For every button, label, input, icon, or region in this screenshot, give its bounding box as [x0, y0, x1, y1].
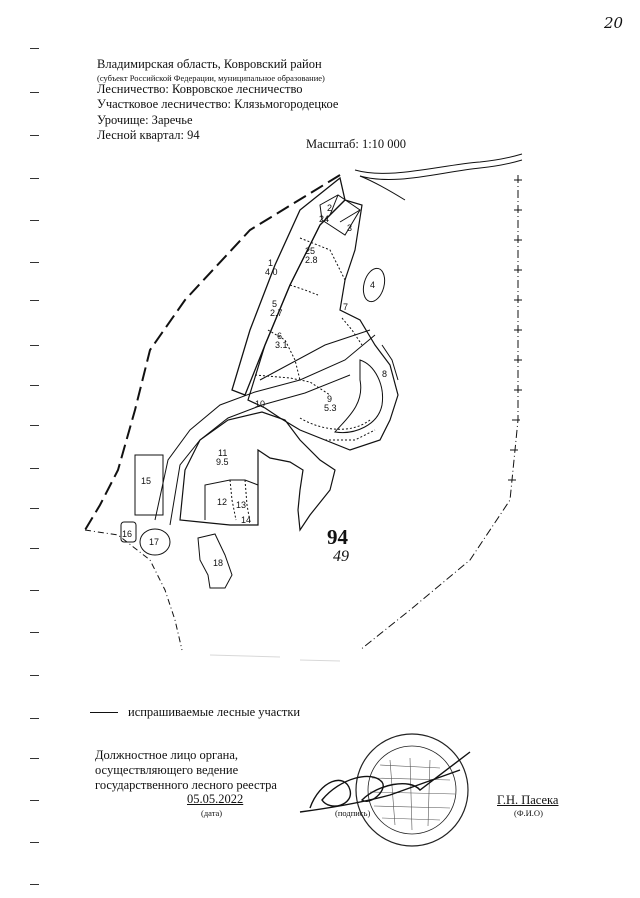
road-10 [154, 334, 376, 521]
header-forestry: Лесничество: Ковровское лесничество [97, 82, 303, 96]
official-text: Должностное лицо органа, осуществляющего… [95, 748, 277, 792]
plot-16-outline [120, 521, 137, 543]
header-region: Владимирская область, Ковровский район [97, 57, 322, 71]
fio-value: Г.Н. Пасека [497, 793, 559, 807]
date-caption: (дата) [201, 808, 223, 818]
plot-label: 2 [327, 203, 332, 213]
plot-label: 10 [255, 399, 265, 409]
plot-label: 13 [236, 500, 246, 510]
plot-label: 6 [277, 331, 282, 341]
boundary-ticks [508, 179, 522, 481]
road-10 [169, 374, 351, 526]
scan-artifacts [209, 654, 341, 662]
plot-area: 2.7 [270, 308, 283, 318]
quarter-area: 49 [333, 548, 349, 565]
plot-label: 25 [305, 246, 315, 256]
plot-label: 12 [217, 497, 227, 507]
quarter-boundary-dashed [84, 174, 341, 531]
signature-caption: (подпись) [335, 808, 371, 818]
plot-12-14-outline [204, 479, 259, 525]
quarter-number: 94 [327, 525, 348, 549]
road-line [359, 175, 406, 201]
date-value: 05.05.2022 [187, 792, 244, 806]
plot-18-outline [197, 533, 233, 589]
plot-17-outline [139, 528, 171, 556]
plot-area: 3.1 [275, 340, 288, 350]
plot-label: 8 [382, 369, 387, 379]
header-tract: Урочище: Заречье [97, 113, 193, 127]
plot-25-9-outline [247, 199, 399, 451]
plot-label: 1 [268, 258, 273, 268]
fio-caption: (Ф.И.О) [514, 808, 543, 818]
plot-label: 9 [327, 394, 332, 404]
plot-area: 9.5 [216, 457, 229, 467]
header-forest-quarter: Лесной квартал: 94 [97, 128, 200, 142]
plot-label: 24 [319, 214, 329, 224]
plot-4-outline [362, 267, 386, 303]
plot-label: 11 [218, 448, 227, 458]
plot-label: 3 [347, 223, 352, 233]
plot-label: 14 [241, 515, 251, 525]
road-line [354, 153, 523, 174]
legend-text: испрашиваемые лесные участки [128, 705, 301, 719]
plot-9-inner [334, 359, 384, 434]
plot-label: 17 [149, 537, 159, 547]
plot-label: 15 [141, 476, 151, 486]
header-district-forestry: Участковое лесничество: Клязьмогородецко… [97, 97, 339, 111]
plot-15-outline [134, 454, 164, 516]
page-number: 20 [604, 14, 624, 32]
plot-label: 5 [272, 299, 277, 309]
plot-area: 5.3 [324, 403, 337, 413]
plot-area: 2.8 [305, 255, 318, 265]
legend-line-sample [90, 712, 118, 713]
plot-2-3-outline [319, 194, 361, 236]
plot-label: 16 [122, 529, 132, 539]
header-region-note: (субъект Российской Федерации, муниципал… [97, 73, 325, 83]
road-line [359, 159, 523, 181]
plot-label: 4 [370, 280, 375, 290]
quarter-boundary-dashdot [84, 529, 183, 651]
plot-area: 4.0 [265, 267, 278, 277]
quarter-boundary-dashdot [359, 175, 519, 651]
signature [299, 751, 471, 813]
plot-labels: 2 3 24 25 2.8 1 4.0 4 5 2.7 7 6 3.1 8 9 … [122, 203, 387, 568]
plot-label: 7 [343, 302, 348, 312]
map-scale: Масштаб: 1:10 000 [306, 137, 407, 151]
plot-label: 18 [213, 558, 223, 568]
official-stamp [355, 733, 469, 847]
